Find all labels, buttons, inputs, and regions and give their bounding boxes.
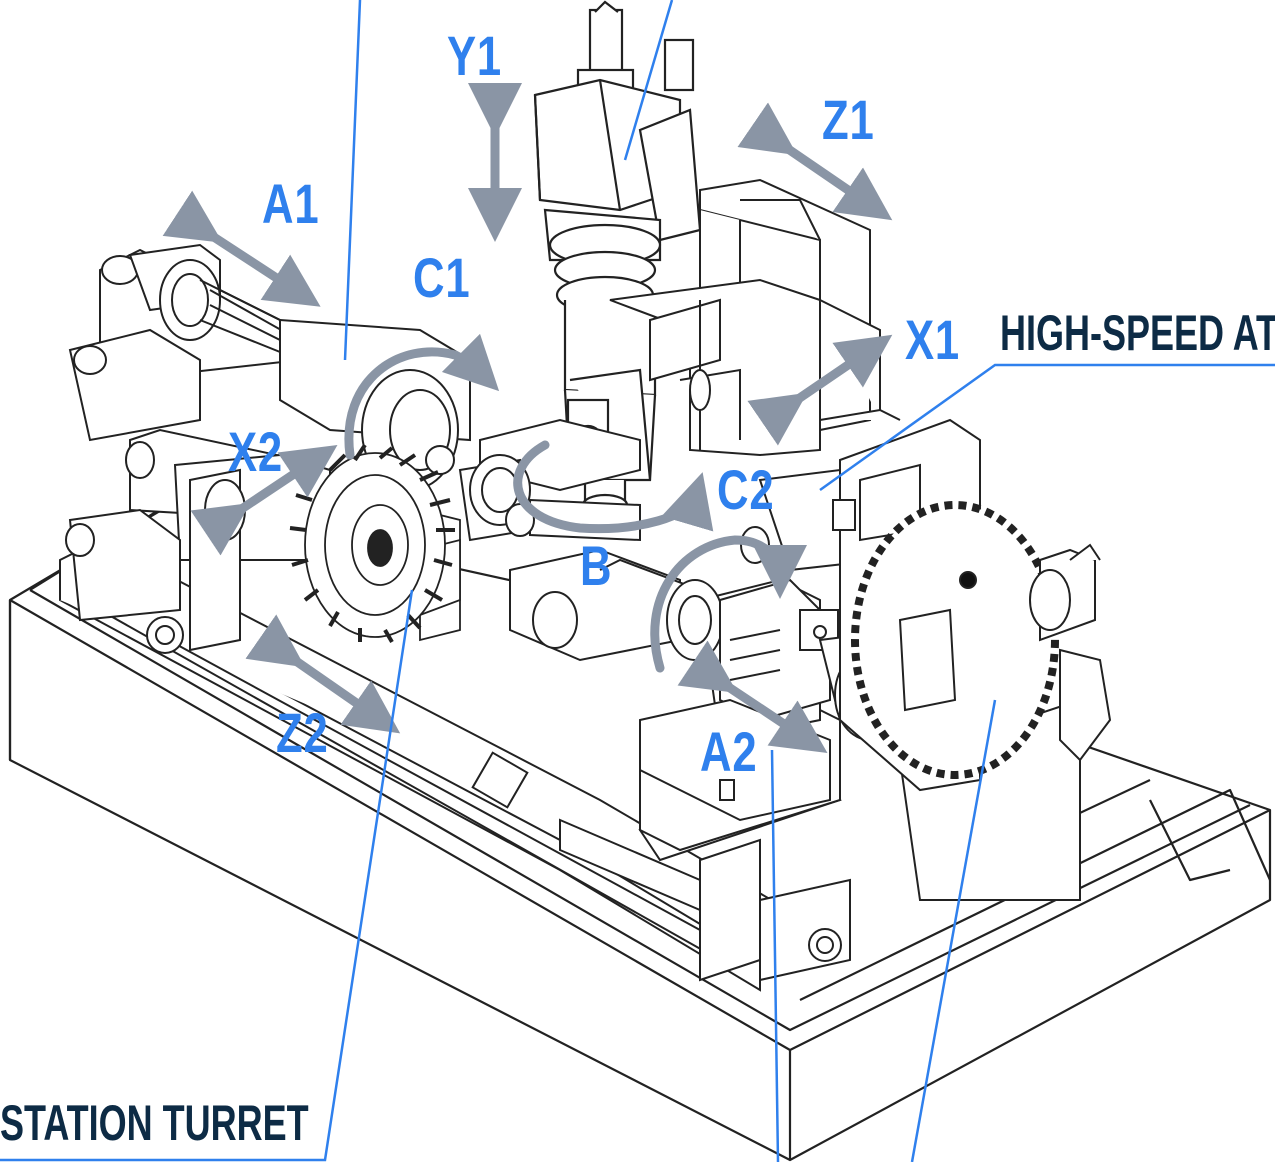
a2-motion-arrow (677, 640, 828, 753)
axis-label-a1: A1 (262, 172, 320, 235)
rotation-arrows (344, 333, 807, 673)
x2-motion-arrow (190, 445, 338, 556)
motion-arrows (162, 83, 893, 753)
atc-magazine (832, 418, 1112, 792)
b-axis-table (458, 418, 701, 662)
leader-atc-bottom (910, 699, 997, 1162)
leader-a2-bottom (770, 749, 780, 1162)
axis-label-b: B (580, 534, 613, 597)
callout-station-turret: STATION TURRET (0, 1095, 309, 1151)
axis-label-a2: A2 (700, 720, 758, 783)
callout-high-speed-atc: HIGH-SPEED AT (1000, 305, 1275, 361)
leader-top-left (343, 0, 362, 361)
leader-atc (819, 363, 1275, 492)
z2-motion-arrow (245, 614, 401, 734)
c1-rotation-arrow (344, 333, 500, 460)
axis-label-x1: X1 (905, 308, 960, 371)
c2-rotation-arrow (650, 535, 807, 673)
axis-label-y1: Y1 (447, 24, 502, 87)
a1-motion-arrow (162, 190, 321, 307)
axis-label-z2: Z2 (276, 701, 329, 764)
axis-label-z1: Z1 (822, 88, 875, 151)
axis-label-x2: X2 (228, 420, 283, 483)
b-rotation-arrow (513, 440, 714, 534)
leader-turret (0, 589, 414, 1162)
x1-motion-arrow (747, 334, 893, 446)
z1-motion-arrow (737, 102, 893, 221)
axis-label-c2: C2 (717, 458, 775, 521)
axis-label-c1: C1 (413, 246, 471, 309)
leader-top-center (623, 0, 674, 161)
left-turret (289, 443, 461, 644)
